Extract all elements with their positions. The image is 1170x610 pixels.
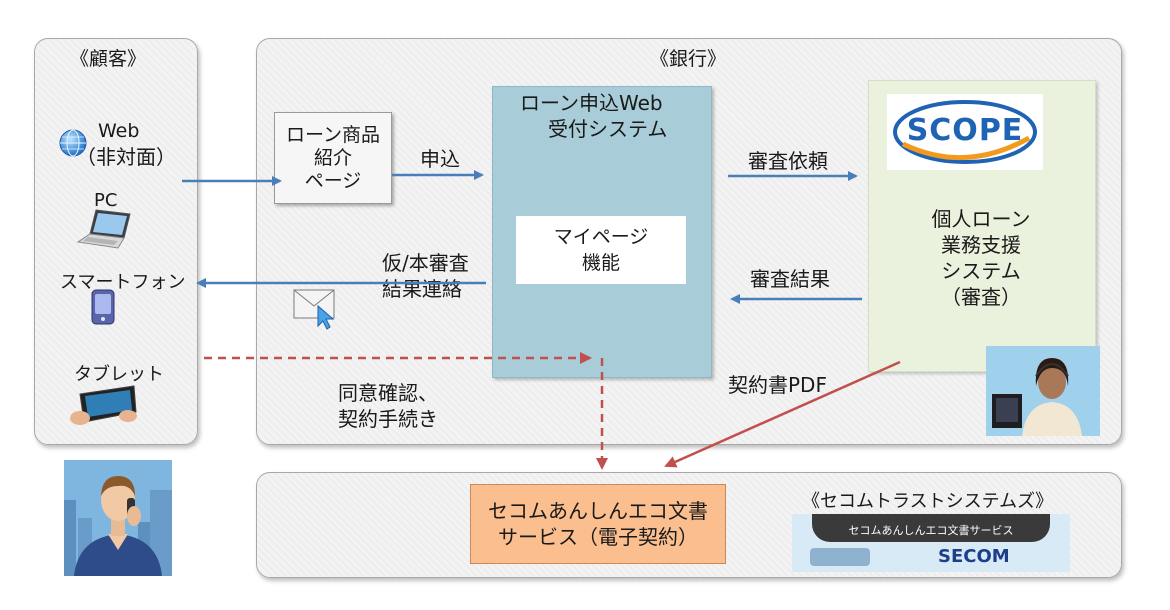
consent-line1: 同意確認、 xyxy=(338,381,438,405)
notify-line2: 結果連絡 xyxy=(382,277,462,301)
scope-logo: SCOPE xyxy=(887,94,1043,170)
personal-loan-line1: 個人ローン xyxy=(931,207,1031,231)
web-system-line2: 受付システム xyxy=(548,117,668,141)
consent-line2: 契約手続き xyxy=(338,407,438,431)
loan-product-page-box: ローン商品 紹介 ページ xyxy=(274,112,392,204)
customer-panel-title: 《顧客》 xyxy=(70,48,147,70)
web-label: Web xyxy=(98,120,140,142)
web-nonface-label: （非対面） xyxy=(76,145,176,169)
mypage-line2: 機能 xyxy=(581,252,620,274)
email-icon xyxy=(290,286,346,330)
tablet-icon xyxy=(66,382,140,428)
smartphone-label: スマートフォン xyxy=(60,272,186,293)
mypage-box: マイページ 機能 xyxy=(516,216,686,284)
personal-loan-line4: （審査） xyxy=(941,285,1021,309)
laptop-icon xyxy=(74,208,134,252)
secom-banner: セコムあんしんエコ文書サービス SECOM xyxy=(792,514,1070,572)
personal-loan-line2: 業務支援 xyxy=(941,233,1021,257)
personal-loan-line3: システム xyxy=(941,259,1021,283)
loan-product-line1: ローン商品 xyxy=(285,123,381,146)
secom-service-line2: サービス（電子契約） xyxy=(498,525,698,549)
secom-eco-service-box: セコムあんしんエコ文書 サービス（電子契約） xyxy=(470,484,726,564)
personal-loan-text: 個人ローン 業務支援 システム （審査） xyxy=(868,206,1094,310)
globe-icon xyxy=(58,128,88,158)
secom-panel-title: 《セコムトラストシステムズ》 xyxy=(802,491,1054,512)
secom-service-line1: セコムあんしんエコ文書 xyxy=(488,499,708,523)
scope-logo-text: SCOPE xyxy=(906,113,1024,148)
secom-banner-logo: SECOM xyxy=(938,546,1010,567)
tablet-label: タブレット xyxy=(74,364,164,385)
loan-product-line2: 紹介 xyxy=(313,146,352,169)
pc-label: PC xyxy=(94,190,118,211)
contract-pdf-label: 契約書PDF xyxy=(728,373,827,397)
mypage-line1: マイページ xyxy=(553,226,649,248)
customer-person-illustration xyxy=(64,460,172,576)
secom-banner-text: セコムあんしんエコ文書サービス xyxy=(848,524,1014,537)
operator-illustration xyxy=(986,346,1100,436)
bank-panel-title: 《銀行》 xyxy=(650,48,727,70)
loan-product-line3: ページ xyxy=(304,169,362,192)
notify-line1: 仮/本審査 xyxy=(382,251,469,275)
web-system-line1: ローン申込Web xyxy=(520,91,663,115)
review-result-label: 審査結果 xyxy=(750,267,830,291)
smartphone-icon xyxy=(88,288,118,326)
apply-label: 申込 xyxy=(420,147,460,171)
arrow-contract-pdf xyxy=(664,360,901,468)
review-request-label: 審査依頼 xyxy=(748,149,828,173)
